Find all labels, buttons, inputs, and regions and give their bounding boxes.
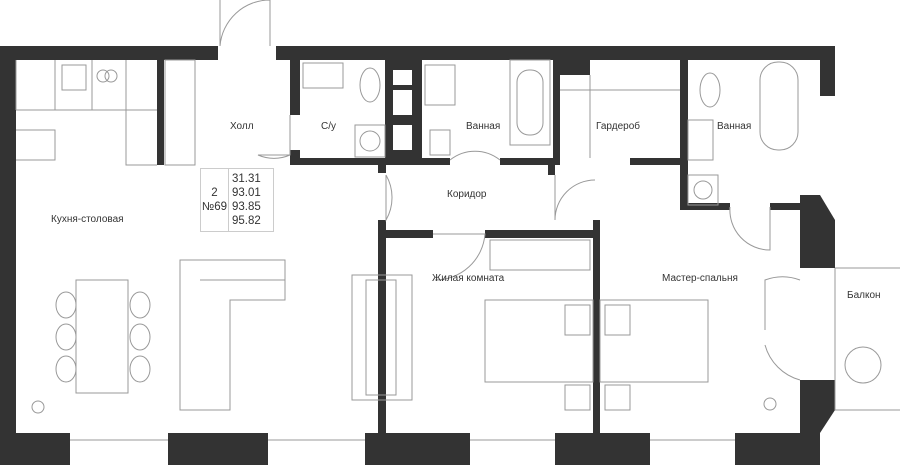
room-label-hall: Холл (230, 121, 254, 132)
apartment-number: №69 (201, 201, 228, 213)
area-value: 31.31 (232, 173, 261, 185)
apartment-info-box: 2 №69 31.31 93.01 93.85 95.82 (200, 168, 274, 232)
room-label-wardrobe: Гардероб (596, 121, 640, 132)
room-label-bathroom-2: Ванная (717, 121, 752, 132)
room-label-master-bedroom: Мастер-спальня (662, 273, 738, 284)
room-label-living-room: Жилая комната (432, 273, 505, 284)
walls (0, 46, 835, 465)
room-label-kitchen: Кухня-столовая (51, 214, 124, 225)
area-value: 95.82 (232, 215, 261, 227)
rooms-count: 2 (211, 187, 218, 199)
room-label-wc: С/у (321, 121, 336, 132)
area-value: 93.01 (232, 187, 261, 199)
area-value: 93.85 (232, 201, 261, 213)
room-label-balcony: Балкон (847, 290, 881, 301)
room-label-corridor: Коридор (447, 189, 487, 200)
room-label-bathroom: Ванная (466, 121, 501, 132)
furniture-and-doors (15, 0, 900, 441)
